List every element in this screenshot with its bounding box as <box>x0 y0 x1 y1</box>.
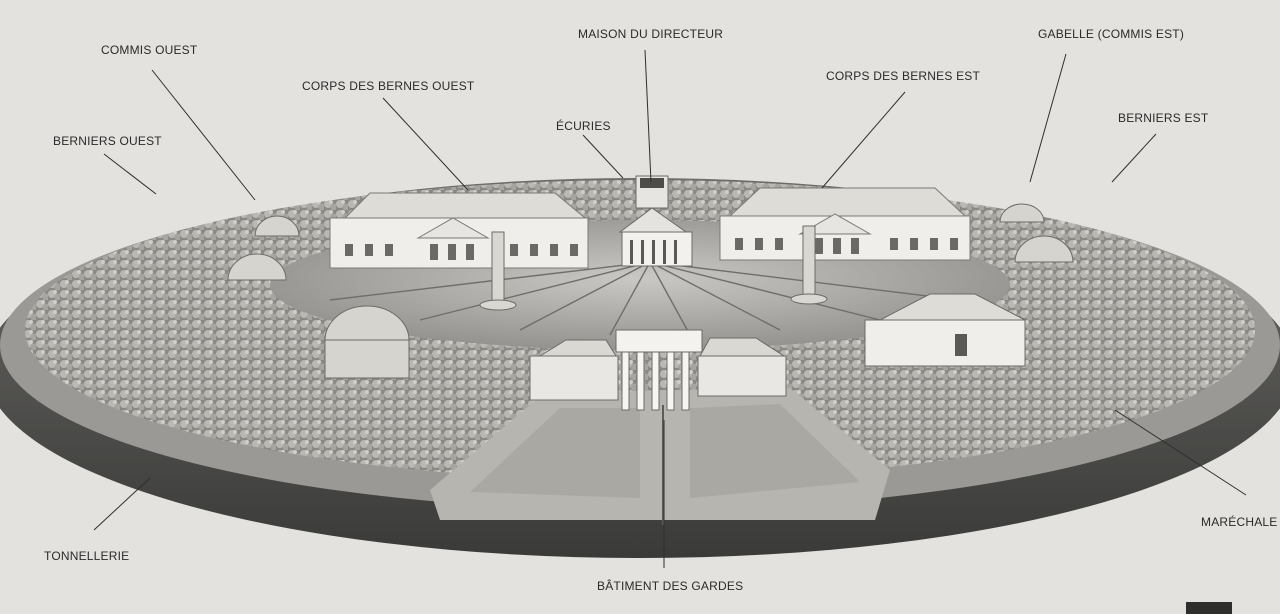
leader-maison-du-directeur <box>644 49 652 183</box>
building-batiment-des-gardes <box>529 329 787 411</box>
leader-berniers-ouest <box>103 153 157 195</box>
building-corps-des-bernes-ouest <box>329 192 589 269</box>
label-commis-ouest: COMMIS OUEST <box>101 43 198 57</box>
leader-ecuries <box>582 134 624 179</box>
leader-lines <box>93 49 1247 568</box>
label-berniers-ouest: BERNIERS OUEST <box>53 134 162 148</box>
court-pillars <box>479 225 828 311</box>
building-marechalerie <box>864 293 1026 367</box>
label-maison-du-directeur: MAISON DU DIRECTEUR <box>578 27 724 41</box>
leader-gabelle <box>1029 53 1067 183</box>
leader-corps-des-bernes-est <box>821 91 906 189</box>
page-corner-marker <box>1186 602 1232 614</box>
forecourt <box>430 388 890 525</box>
label-gabelle: GABELLE (COMMIS EST) <box>1038 27 1185 41</box>
label-corps-des-bernes-est: CORPS DES BERNES EST <box>826 69 981 83</box>
building-corps-des-bernes-est <box>719 187 971 261</box>
label-batiment-des-gardes: BÂTIMENT DES GARDES <box>597 579 744 593</box>
label-corps-des-bernes-ouest: CORPS DES BERNES OUEST <box>302 79 475 93</box>
label-tonnellerie: TONNELLERIE <box>44 549 130 563</box>
domed-pavilions <box>227 203 1074 379</box>
leader-marechalerie <box>1114 409 1247 496</box>
leader-berniers-est <box>1111 133 1157 183</box>
building-maison-du-directeur <box>618 175 693 267</box>
leader-commis-ouest <box>151 69 256 201</box>
label-marechalerie: MARÉCHALE <box>1201 515 1278 529</box>
leader-corps-des-bernes-ouest <box>382 97 469 191</box>
leader-tonnellerie <box>93 477 151 531</box>
label-ecuries: ÉCURIES <box>556 119 611 133</box>
label-berniers-est: BERNIERS EST <box>1118 111 1209 125</box>
